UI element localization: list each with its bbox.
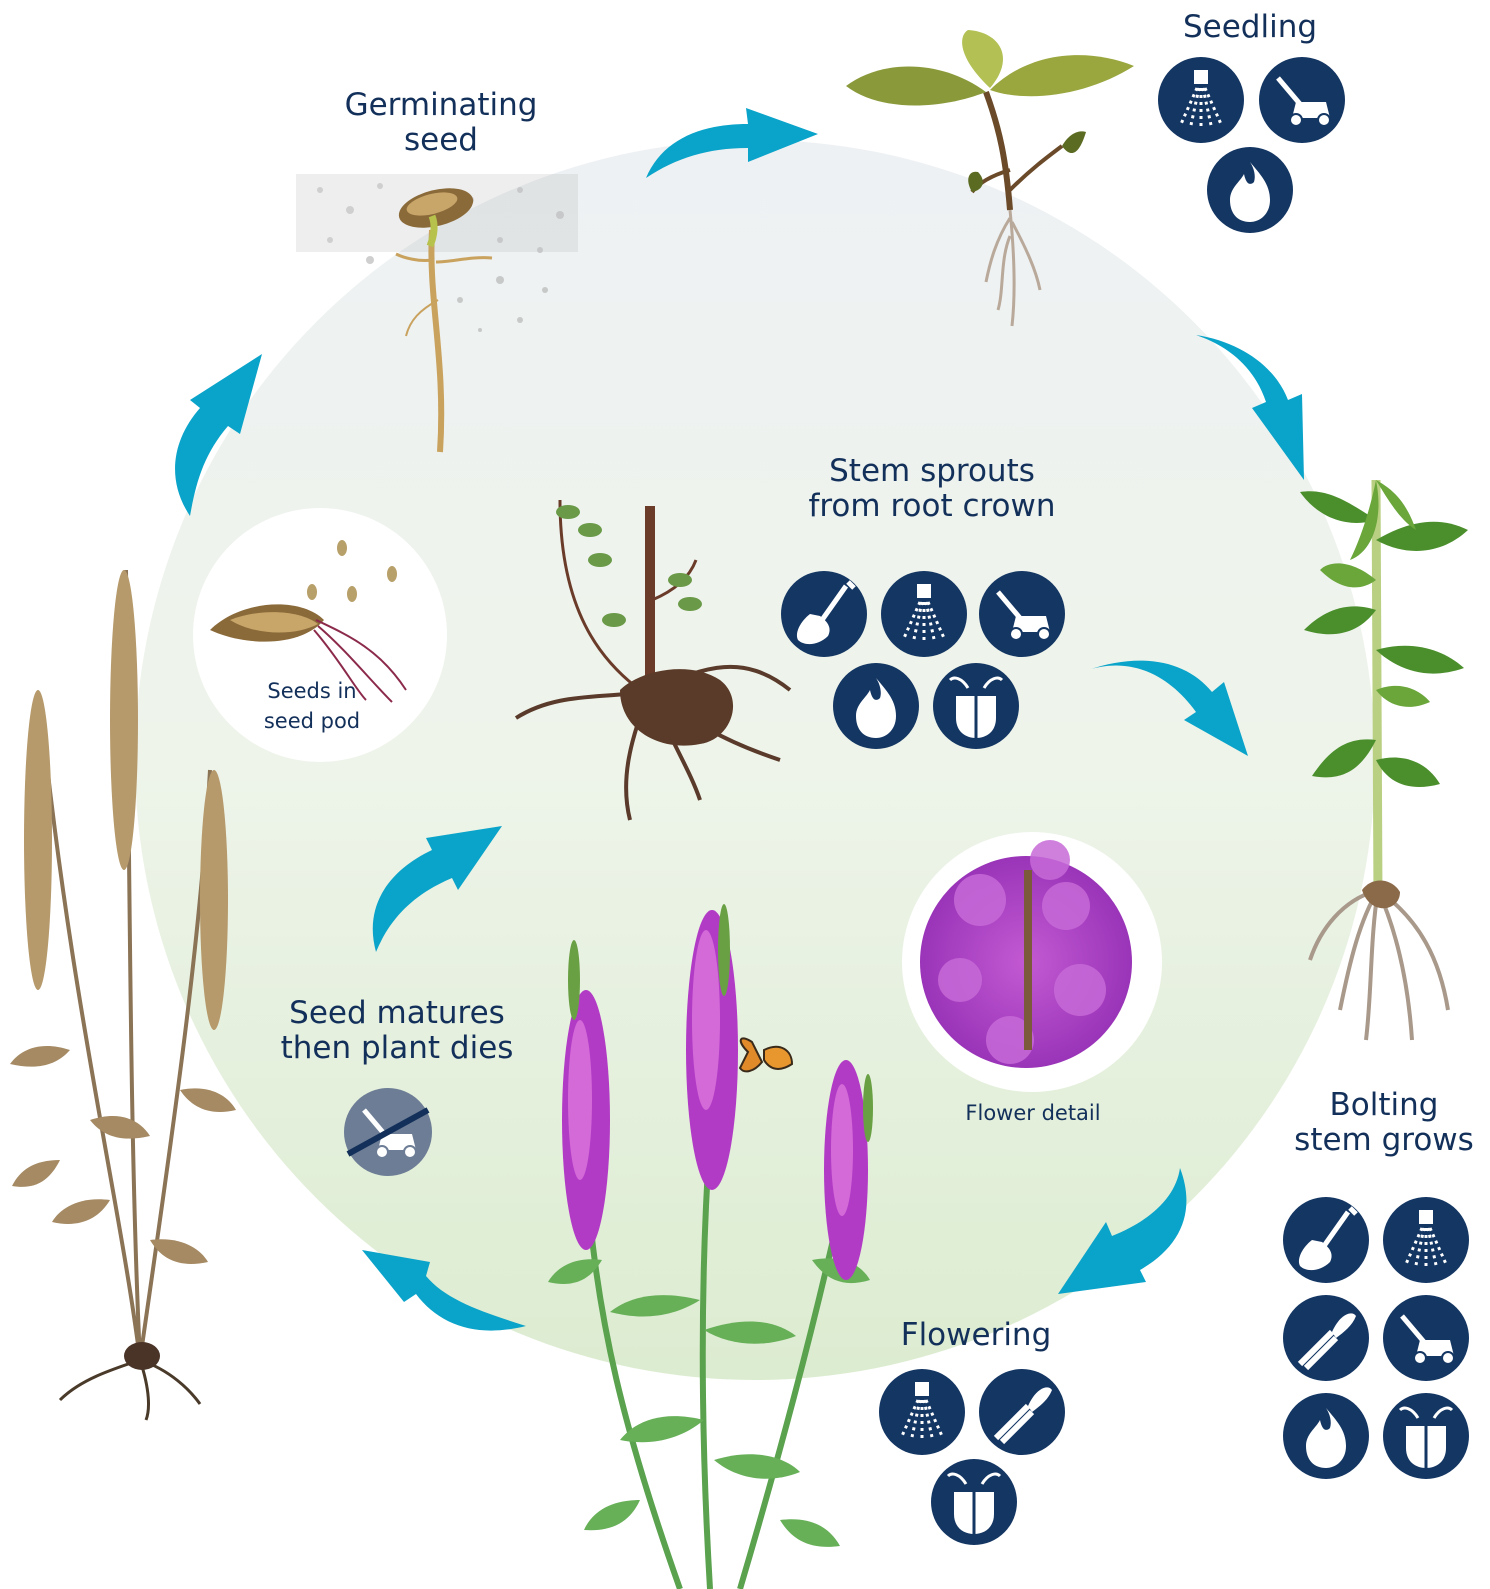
spray-icon: [881, 571, 967, 657]
seed-matures-line1: Seed matures: [272, 996, 522, 1031]
beetle-icon: [931, 1459, 1017, 1545]
mower-icon: [979, 571, 1065, 657]
bolting-label: Bolting stem grows: [1286, 1088, 1482, 1157]
spray-icon: [879, 1369, 965, 1455]
bolting-icons: [1283, 1197, 1469, 1479]
flowering-label: Flowering: [886, 1318, 1066, 1353]
seed-pod-label: Seeds in seed pod: [248, 676, 376, 737]
bolting-line2: stem grows: [1286, 1123, 1482, 1158]
seed-pod-line1: Seeds in: [248, 676, 376, 706]
flower-detail-inset: [902, 832, 1162, 1092]
bolting-line1: Bolting: [1286, 1088, 1482, 1123]
seed-pod-line2: seed pod: [248, 706, 376, 736]
pruner-icon: [1283, 1295, 1369, 1381]
germinating-seed-line1: Germinating: [330, 88, 552, 123]
germinating-seed-label: Germinating seed: [330, 88, 552, 157]
flower-detail-caption: Flower detail: [952, 1098, 1114, 1128]
mower-icon: [1383, 1295, 1469, 1381]
root-crown-line1: Stem sprouts: [792, 454, 1072, 489]
root-crown-label: Stem sprouts from root crown: [792, 454, 1072, 523]
fire-icon: [833, 663, 919, 749]
spray-icon: [1383, 1197, 1469, 1283]
seed-matures-label: Seed matures then plant dies: [272, 996, 522, 1065]
no-mower-icon: [344, 1088, 432, 1176]
root-crown-line2: from root crown: [792, 489, 1072, 524]
spray-icon: [1158, 57, 1244, 143]
fire-icon: [1283, 1393, 1369, 1479]
seed-matures-line2: then plant dies: [272, 1031, 522, 1066]
shovel-icon: [781, 571, 867, 657]
seedling-icons: [1158, 57, 1345, 233]
seedling-label: Seedling: [1170, 10, 1330, 45]
germinating-seed-line2: seed: [330, 123, 552, 158]
mower-icon: [1259, 57, 1345, 143]
beetle-icon: [1383, 1393, 1469, 1479]
shovel-icon: [1283, 1197, 1369, 1283]
fire-icon: [1207, 147, 1293, 233]
pruner-icon: [979, 1369, 1065, 1455]
flowering-icons: [879, 1369, 1065, 1545]
beetle-icon: [933, 663, 1019, 749]
